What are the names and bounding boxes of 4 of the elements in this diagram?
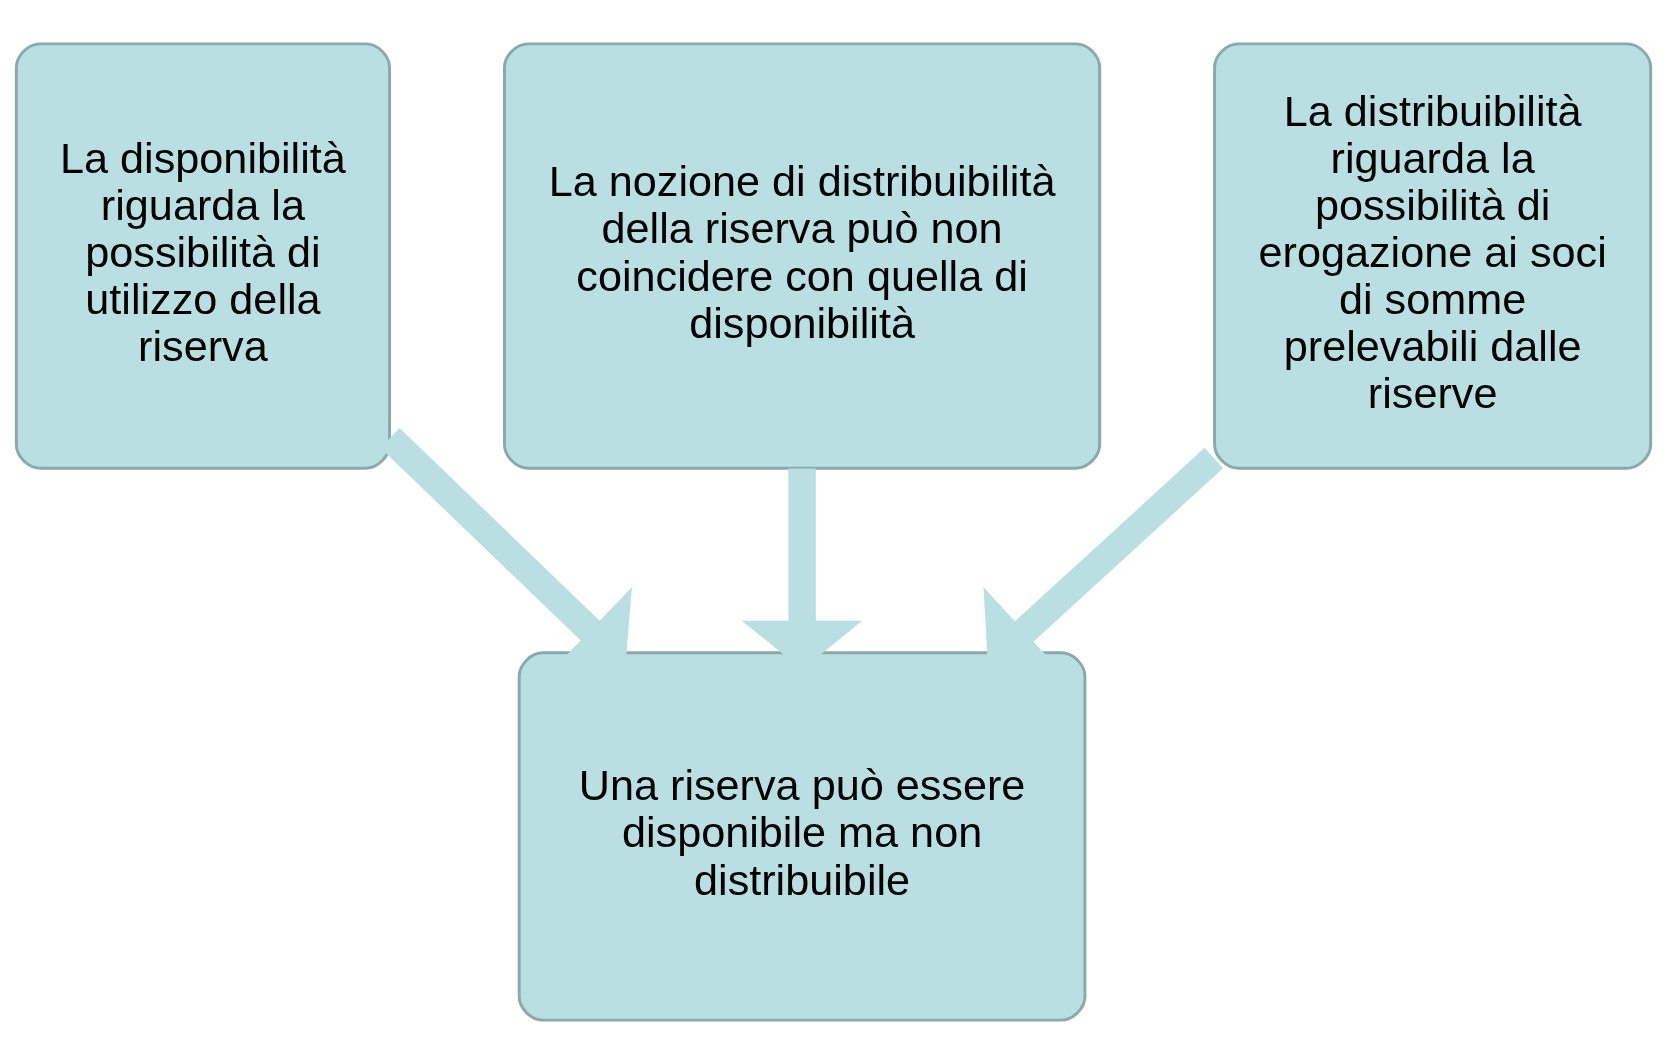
node-box: Una riserva può essere disponibile ma non distribuibile bbox=[517, 650, 1087, 1022]
node-box: La distribuibilità riguarda la possibilità di erogazione ai soci di somme prelevabili dalle riserve bbox=[1213, 41, 1653, 470]
node-box: La disponibilità riguarda la possibilità di utilizzo della riserva bbox=[14, 41, 392, 470]
node-box: La nozione di distribuibilità della riserva può non coincidere con quella di disponibilità bbox=[503, 41, 1102, 470]
